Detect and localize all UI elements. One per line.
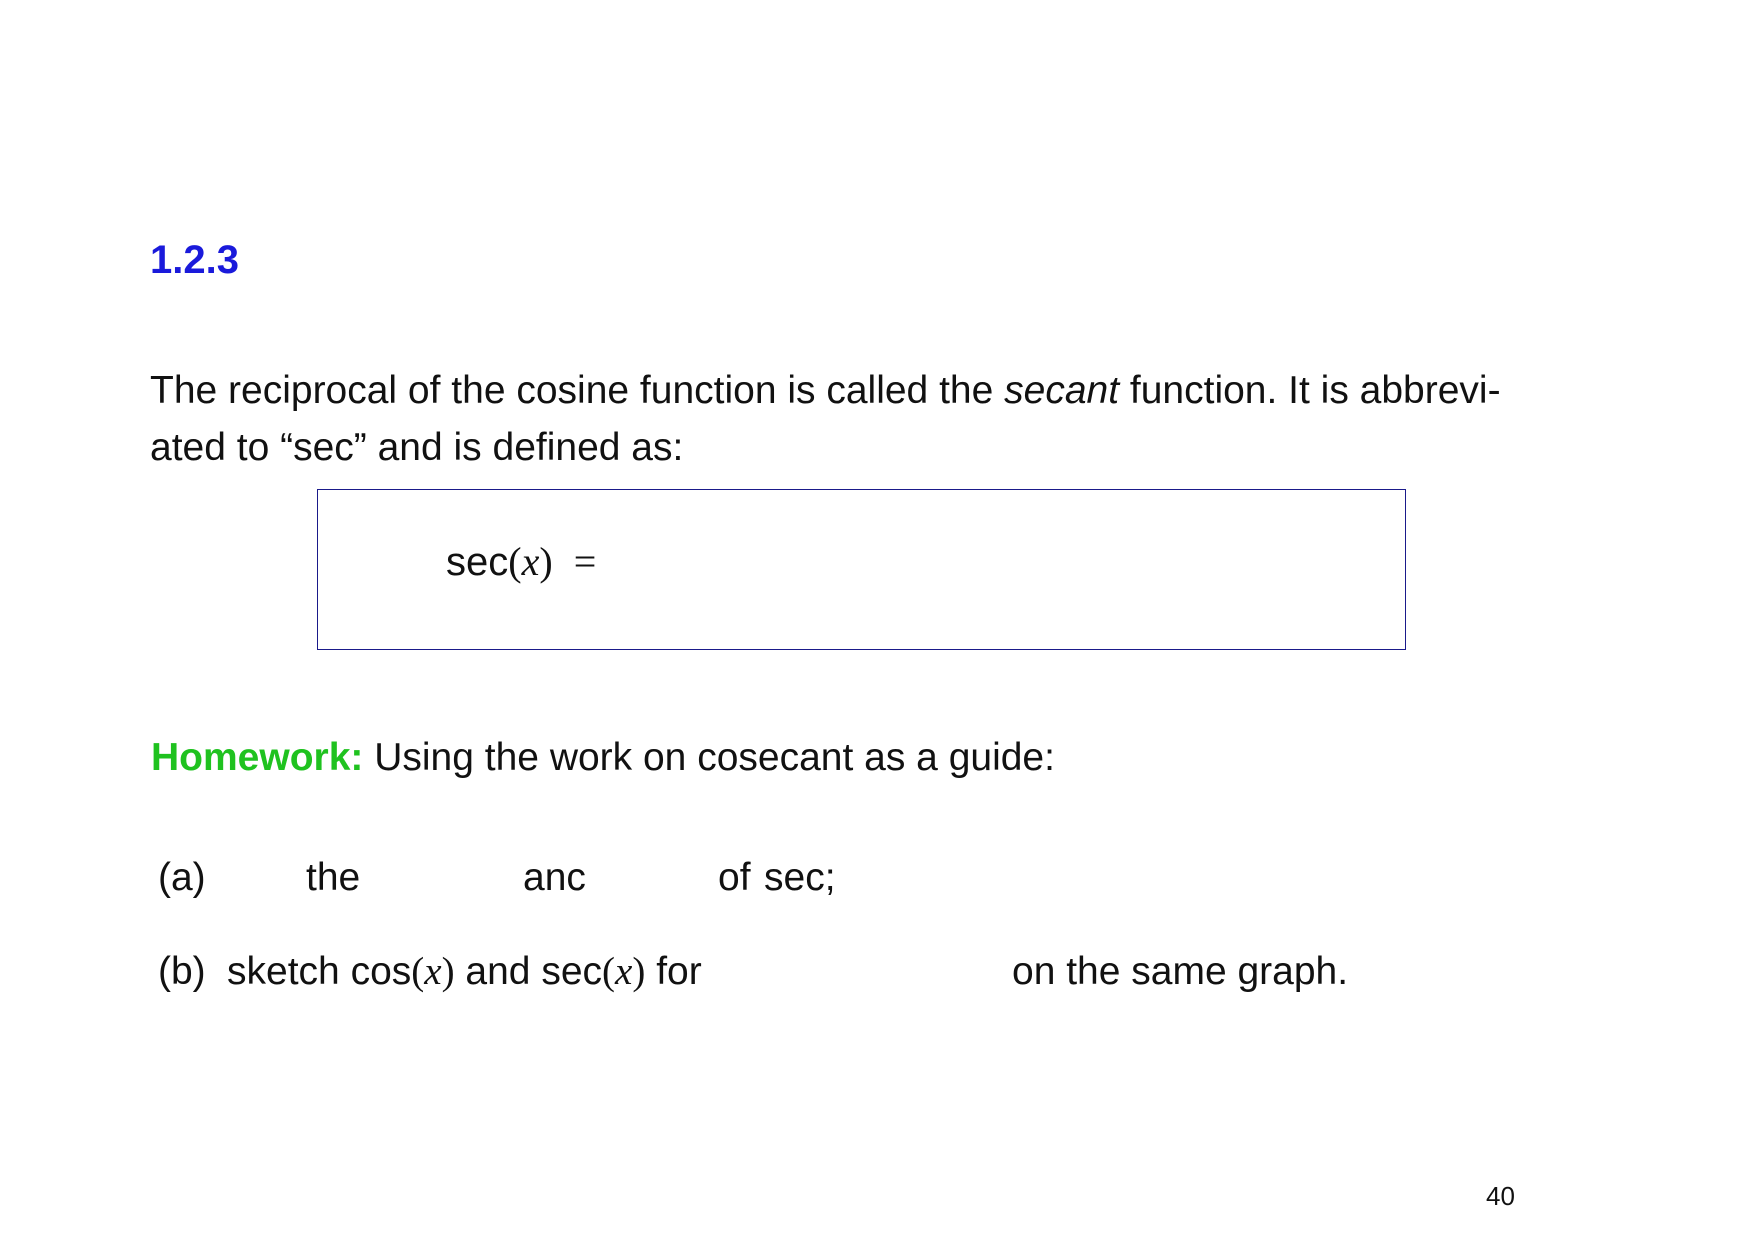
item-b-and: and [465,950,531,993]
item-a-fragment-3: of [718,856,751,899]
item-b-content: sketch cos(x) and sec(x) for [227,952,702,991]
definition-formula: sec(x) = [446,539,597,584]
item-b-tail: on the same graph. [1012,950,1349,993]
item-a-label: (a) [158,856,206,899]
item-b-cos: cos [350,950,412,993]
item-b-for: for [656,950,702,993]
homework-line: Homework: Using the work on cosecant as … [151,738,1055,777]
formula-equals: = [573,539,597,584]
page-number: 40 [1486,1181,1515,1211]
homework-text: Using the work on cosecant as a guide: [374,736,1055,779]
intro-paragraph: The reciprocal of the cosine function is… [150,362,1600,476]
formula-open-paren: ( [508,539,522,584]
item-b-var-2: x [615,950,633,993]
item-b-paren-open-1: ( [411,950,425,993]
formula-close-paren: ) [539,539,553,584]
definition-box: sec(x) = [317,489,1406,650]
item-b-paren-open-2: ( [602,950,616,993]
item-a-fragment-1: the [306,856,361,899]
formula-function: sec [446,540,509,584]
intro-text-2: function. It is abbrevi- [1129,369,1501,412]
intro-text-3: ated to “sec” and is defined as: [150,426,684,469]
formula-variable: x [521,539,540,584]
list-item-a: (a) the anc of sec; [0,858,1756,902]
item-b-sketch: sketch [227,950,340,993]
intro-emphasis: secant [1004,369,1120,412]
section-number: 1.2.3 [150,238,239,282]
homework-label: Homework: [151,736,364,779]
intro-text-1: The reciprocal of the cosine function is… [150,369,994,412]
item-b-paren-close-1: ) [441,950,455,993]
item-a-fragment-2: anc [523,856,586,899]
item-b-var-1: x [424,950,442,993]
item-b-sec: sec [541,950,603,993]
item-a-fragment-4: sec; [764,856,836,899]
list-item-b: (b) sketch cos(x) and sec(x) for on the … [0,952,1756,996]
item-b-paren-close-2: ) [632,950,646,993]
item-b-label: (b) [158,950,206,993]
